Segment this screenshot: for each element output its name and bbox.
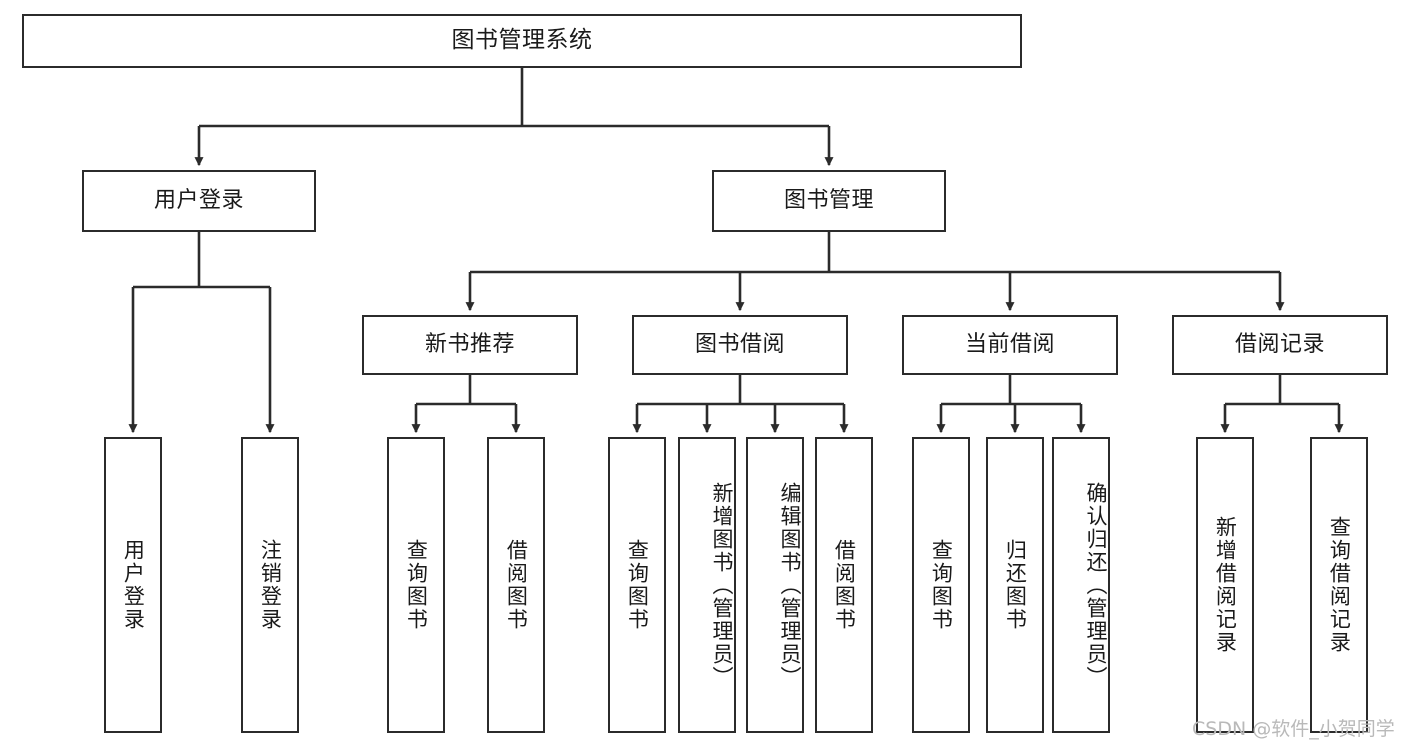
leaf-borrow-borrow-book[interactable]: 借阅图书 xyxy=(815,437,873,733)
node-root-label: 图书管理系统 xyxy=(451,27,593,54)
node-new-book-recommend[interactable]: 新书推荐 xyxy=(362,315,578,375)
leaf-current-confirm-return-admin[interactable]: 确认归还（管理员） xyxy=(1052,437,1110,733)
leaf-borrow-edit-book-admin[interactable]: 编辑图书（管理员） xyxy=(746,437,804,733)
leaf-user-login-signin[interactable]: 用户登录 xyxy=(104,437,162,733)
leaf-record-query-record[interactable]: 查询借阅记录 xyxy=(1310,437,1368,733)
leaf-label: 归还图书 xyxy=(1003,539,1028,631)
node-book-borrow[interactable]: 图书借阅 xyxy=(632,315,848,375)
node-user-login-label: 用户登录 xyxy=(153,188,244,214)
leaf-borrow-add-book-admin[interactable]: 新增图书（管理员） xyxy=(678,437,736,733)
leaf-label: 查询图书 xyxy=(404,539,429,631)
csdn-watermark: CSDN @软件_小贺同学 xyxy=(1192,718,1395,740)
leaf-newbook-borrow-book[interactable]: 借阅图书 xyxy=(487,437,545,733)
leaf-label: 确认归还（管理员） xyxy=(1084,481,1108,689)
node-borrow-record-label: 借阅记录 xyxy=(1234,332,1325,358)
node-book-borrow-label: 图书借阅 xyxy=(694,332,785,358)
leaf-label: 新增借阅记录 xyxy=(1213,516,1238,654)
leaf-label: 查询图书 xyxy=(929,539,954,631)
leaf-borrow-query-book[interactable]: 查询图书 xyxy=(608,437,666,733)
leaf-user-login-signout[interactable]: 注销登录 xyxy=(241,437,299,733)
node-current-borrow[interactable]: 当前借阅 xyxy=(902,315,1118,375)
leaf-label: 编辑图书（管理员） xyxy=(778,481,802,689)
leaf-record-add-record[interactable]: 新增借阅记录 xyxy=(1196,437,1254,733)
node-user-login[interactable]: 用户登录 xyxy=(82,170,316,232)
leaf-label: 查询图书 xyxy=(625,539,650,631)
leaf-label: 借阅图书 xyxy=(504,539,529,631)
node-borrow-record[interactable]: 借阅记录 xyxy=(1172,315,1388,375)
node-new-book-recommend-label: 新书推荐 xyxy=(424,332,515,358)
leaf-newbook-query-book[interactable]: 查询图书 xyxy=(387,437,445,733)
leaf-current-query-book[interactable]: 查询图书 xyxy=(912,437,970,733)
leaf-label: 注销登录 xyxy=(258,539,283,631)
node-root[interactable]: 图书管理系统 xyxy=(22,14,1022,68)
leaf-label: 新增图书（管理员） xyxy=(710,481,734,689)
node-current-borrow-label: 当前借阅 xyxy=(964,332,1055,358)
node-book-management-label: 图书管理 xyxy=(783,188,874,214)
leaf-label: 用户登录 xyxy=(121,539,146,631)
leaf-label: 借阅图书 xyxy=(832,539,857,631)
leaf-current-return-book[interactable]: 归还图书 xyxy=(986,437,1044,733)
leaf-label: 查询借阅记录 xyxy=(1327,516,1352,654)
node-book-management[interactable]: 图书管理 xyxy=(712,170,946,232)
